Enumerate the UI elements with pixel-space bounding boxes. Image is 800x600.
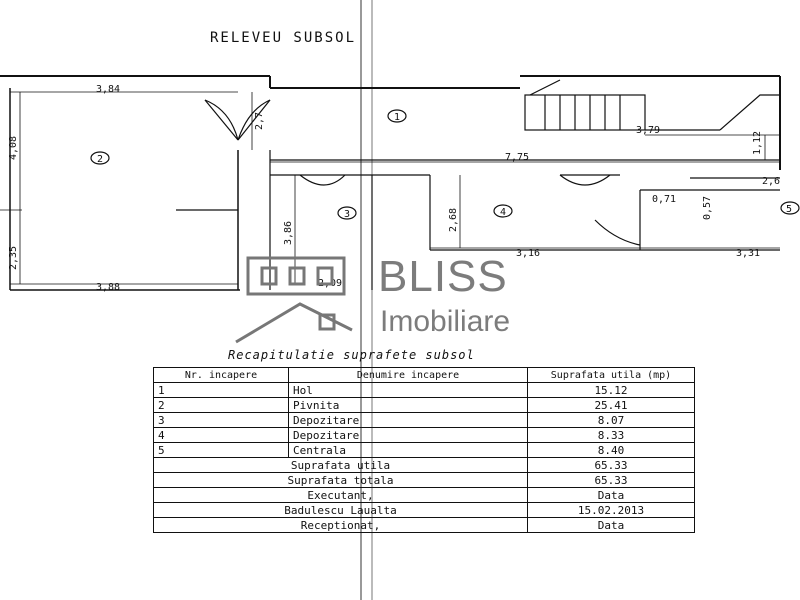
- summary-label: Suprafata totala: [153, 472, 528, 488]
- summary-row: Badulescu Laualta 15.02.2013: [153, 502, 695, 518]
- summary-value: Data: [527, 517, 695, 533]
- table-row: 2 Pivnita 25.41: [153, 397, 695, 413]
- dim-label: 2,35: [8, 246, 19, 270]
- room-label-2: 2: [97, 154, 103, 165]
- dim-label: 3,88: [96, 282, 120, 293]
- watermark-subtitle: Imobiliare: [380, 305, 511, 338]
- dim-label: 3,84: [96, 84, 120, 95]
- cell-area: 15.12: [527, 382, 695, 398]
- dim-label: 4,08: [8, 136, 19, 160]
- cell-area: 8.33: [527, 427, 695, 443]
- cell-name: Pivnita: [288, 397, 528, 413]
- dim-label: 7,75: [505, 152, 529, 163]
- room-label-3: 3: [344, 209, 350, 220]
- room-label-4: 4: [500, 207, 506, 218]
- dim-label: 3,79: [636, 125, 660, 136]
- dim-label: 3,31: [736, 248, 760, 259]
- cell-nr: 3: [153, 412, 289, 428]
- table-row: 1 Hol 15.12: [153, 382, 695, 398]
- summary-row: Executant, Data: [153, 487, 695, 503]
- plan-title: RELEVEU SUBSOL: [210, 30, 357, 46]
- dim-label: 3,16: [516, 248, 540, 259]
- summary-label: Suprafata utila: [153, 457, 528, 473]
- cell-name: Hol: [288, 382, 528, 398]
- summary-value: 65.33: [527, 472, 695, 488]
- cell-nr: 5: [153, 442, 289, 458]
- summary-label: Receptionat,: [153, 517, 528, 533]
- cell-name: Depozitare: [288, 427, 528, 443]
- summary-label: Executant,: [153, 487, 528, 503]
- summary-row: Suprafata utila 65.33: [153, 457, 695, 473]
- cell-name: Centrala: [288, 442, 528, 458]
- summary-value: Data: [527, 487, 695, 503]
- summary-row: Receptionat, Data: [153, 517, 695, 533]
- dim-label: 1,12: [752, 131, 763, 155]
- cell-nr: 2: [153, 397, 289, 413]
- dim-label: 3,86: [283, 221, 294, 245]
- recap-table: Nr. incapere Denumire incapere Suprafata…: [153, 367, 695, 533]
- cell-area: 8.40: [527, 442, 695, 458]
- dim-label: 0,71: [652, 194, 676, 205]
- table-row: 4 Depozitare 8.33: [153, 427, 695, 443]
- cell-nr: 4: [153, 427, 289, 443]
- table-row: 3 Depozitare 8.07: [153, 412, 695, 428]
- summary-label: Badulescu Laualta: [153, 502, 528, 518]
- header-nr: Nr. incapere: [153, 367, 289, 383]
- dim-label: 2,7: [254, 112, 265, 130]
- header-area: Suprafata utila (mp): [527, 367, 695, 383]
- summary-value: 15.02.2013: [527, 502, 695, 518]
- cell-area: 25.41: [527, 397, 695, 413]
- dim-label: 2,68: [448, 208, 459, 232]
- summary-row: Suprafata totala 65.33: [153, 472, 695, 488]
- room-label-1: 1: [394, 112, 400, 123]
- cell-name: Depozitare: [288, 412, 528, 428]
- table-header-row: Nr. incapere Denumire incapere Suprafata…: [153, 367, 695, 383]
- header-name: Denumire incapere: [288, 367, 528, 383]
- room-label-5: 5: [786, 204, 792, 215]
- house-logo-icon: [235, 256, 353, 344]
- table-row: 5 Centrala 8.40: [153, 442, 695, 458]
- recap-title: Recapitulatie suprafete subsol: [228, 348, 475, 362]
- dim-label: 0,57: [702, 196, 713, 220]
- cell-area: 8.07: [527, 412, 695, 428]
- summary-value: 65.33: [527, 457, 695, 473]
- cell-nr: 1: [153, 382, 289, 398]
- dim-label: 2,6: [762, 176, 780, 187]
- watermark-brand: BLISS: [378, 252, 508, 301]
